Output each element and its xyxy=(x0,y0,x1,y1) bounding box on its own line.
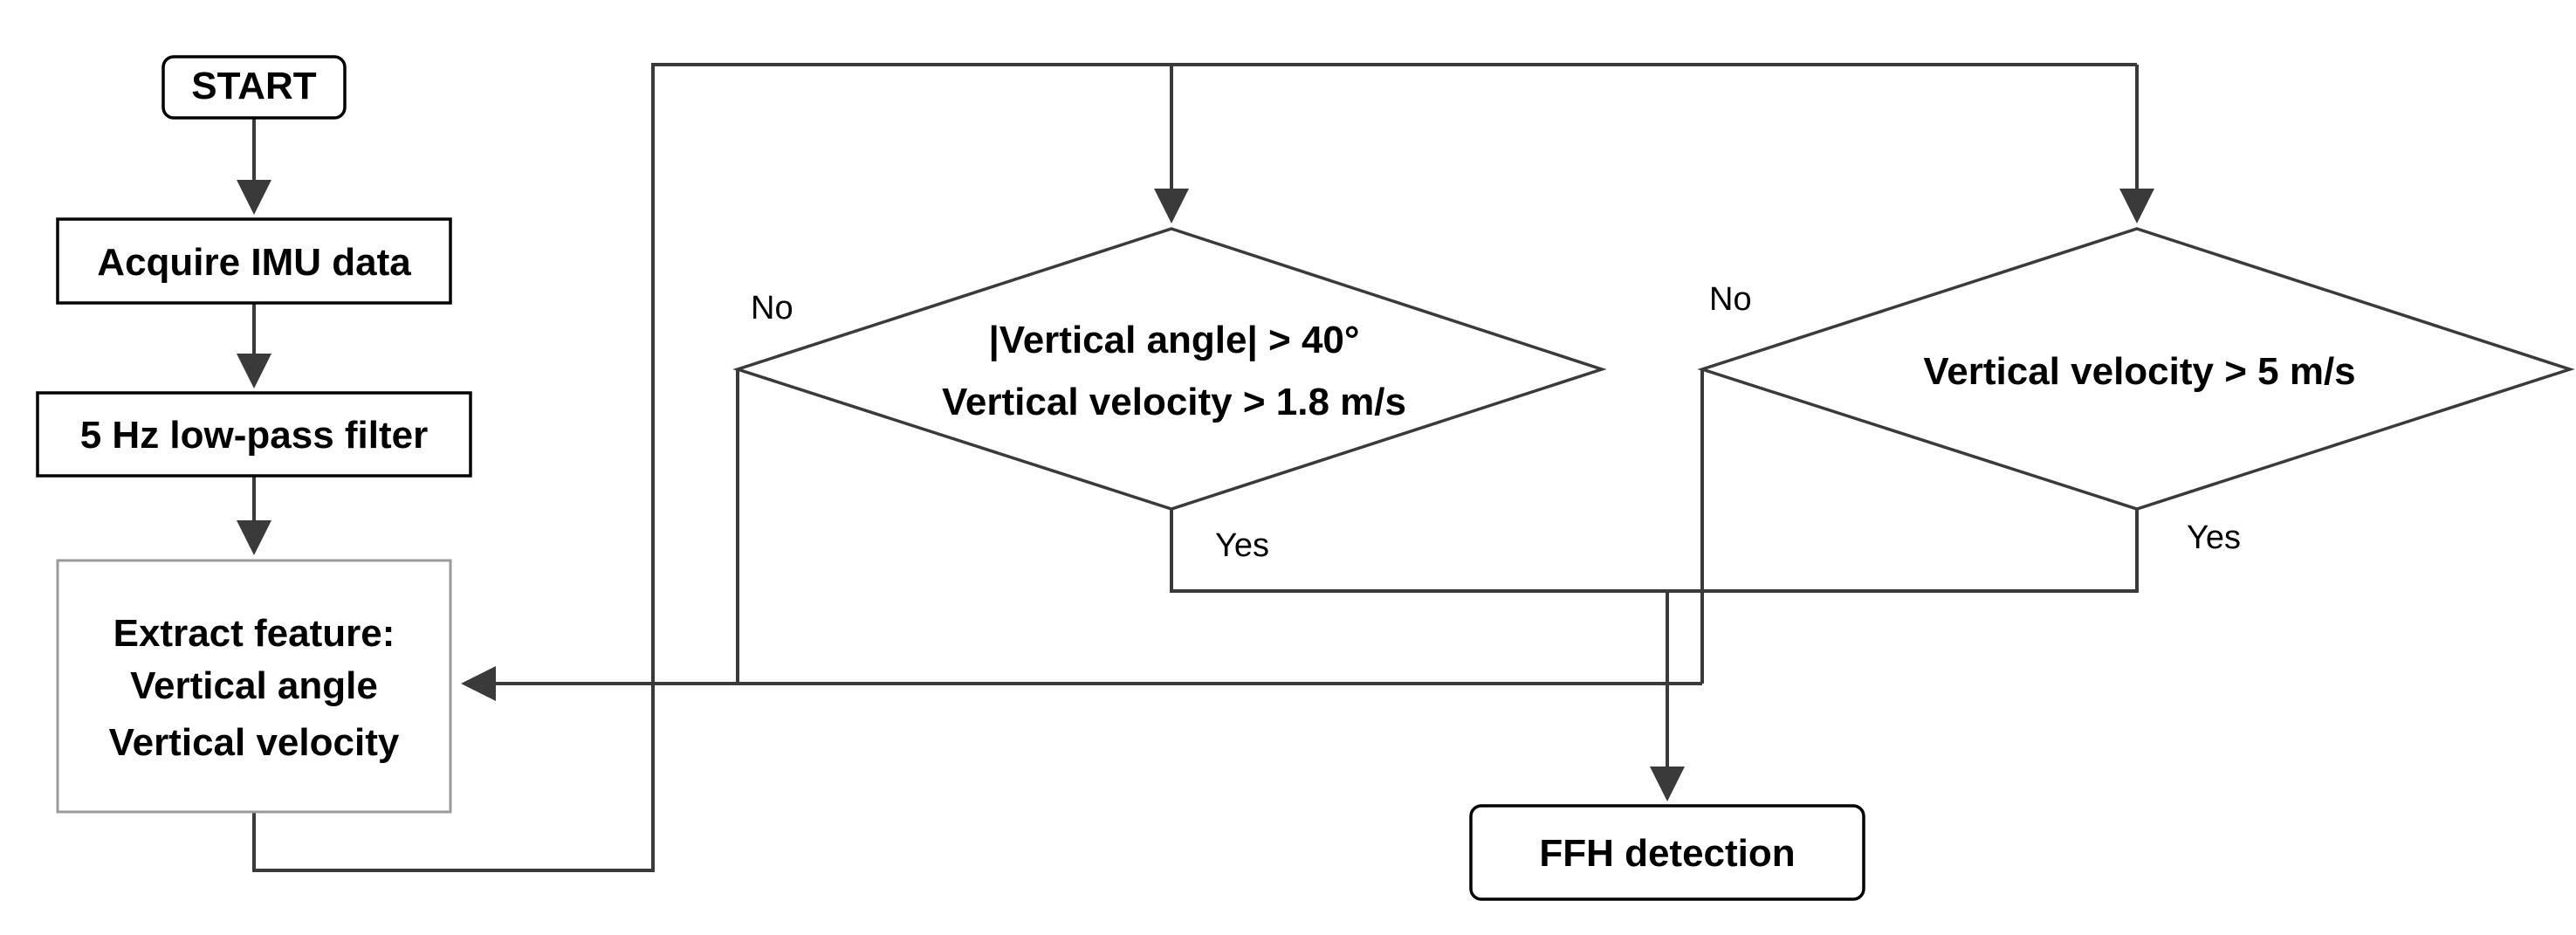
decision1-yes-label: Yes xyxy=(1215,527,1269,564)
decision1-label-line2: Vertical velocity > 1.8 m/s xyxy=(942,381,1406,423)
decision2-node: Vertical velocity > 5 m/s xyxy=(1697,227,2575,511)
connector-decision1-yes xyxy=(1170,509,2139,593)
filter-node: 5 Hz low-pass filter xyxy=(36,391,472,478)
start-label: START xyxy=(191,65,317,107)
connector-extract-to-top-bus xyxy=(252,63,2137,872)
ffh-label: FFH detection xyxy=(1539,832,1795,875)
ffh-box xyxy=(1469,804,1865,901)
decision2-diamond xyxy=(1697,227,2575,511)
extract-node: Extract feature: Vertical angle Vertical… xyxy=(56,559,452,814)
extract-box xyxy=(56,559,452,814)
extract-label-line3: Vertical velocity xyxy=(109,721,400,764)
decision1-node: |Vertical angle| > 40° Vertical velocity… xyxy=(732,227,1607,511)
start-box xyxy=(161,55,347,120)
decision2-yes-label: Yes xyxy=(2187,519,2241,556)
decision1-no-label: No xyxy=(751,290,793,327)
start-node: START xyxy=(161,55,347,120)
acquire-box xyxy=(56,217,452,305)
extract-label-line1: Extract feature: xyxy=(113,612,395,655)
filter-label: 5 Hz low-pass filter xyxy=(80,414,429,457)
acquire-label: Acquire IMU data xyxy=(97,241,411,284)
decision2-no-label: No xyxy=(1709,281,1752,318)
acquire-node: Acquire IMU data xyxy=(56,217,452,305)
decision2-label-line1: Vertical velocity > 5 m/s xyxy=(1923,350,2355,393)
extract-label-line2: Vertical angle xyxy=(130,664,378,707)
filter-box xyxy=(36,391,472,478)
decision1-diamond xyxy=(732,227,1607,511)
connectors xyxy=(237,63,2154,872)
decision1-label-line1: |Vertical angle| > 40° xyxy=(988,319,1359,362)
ffh-node: FFH detection xyxy=(1469,804,1865,901)
